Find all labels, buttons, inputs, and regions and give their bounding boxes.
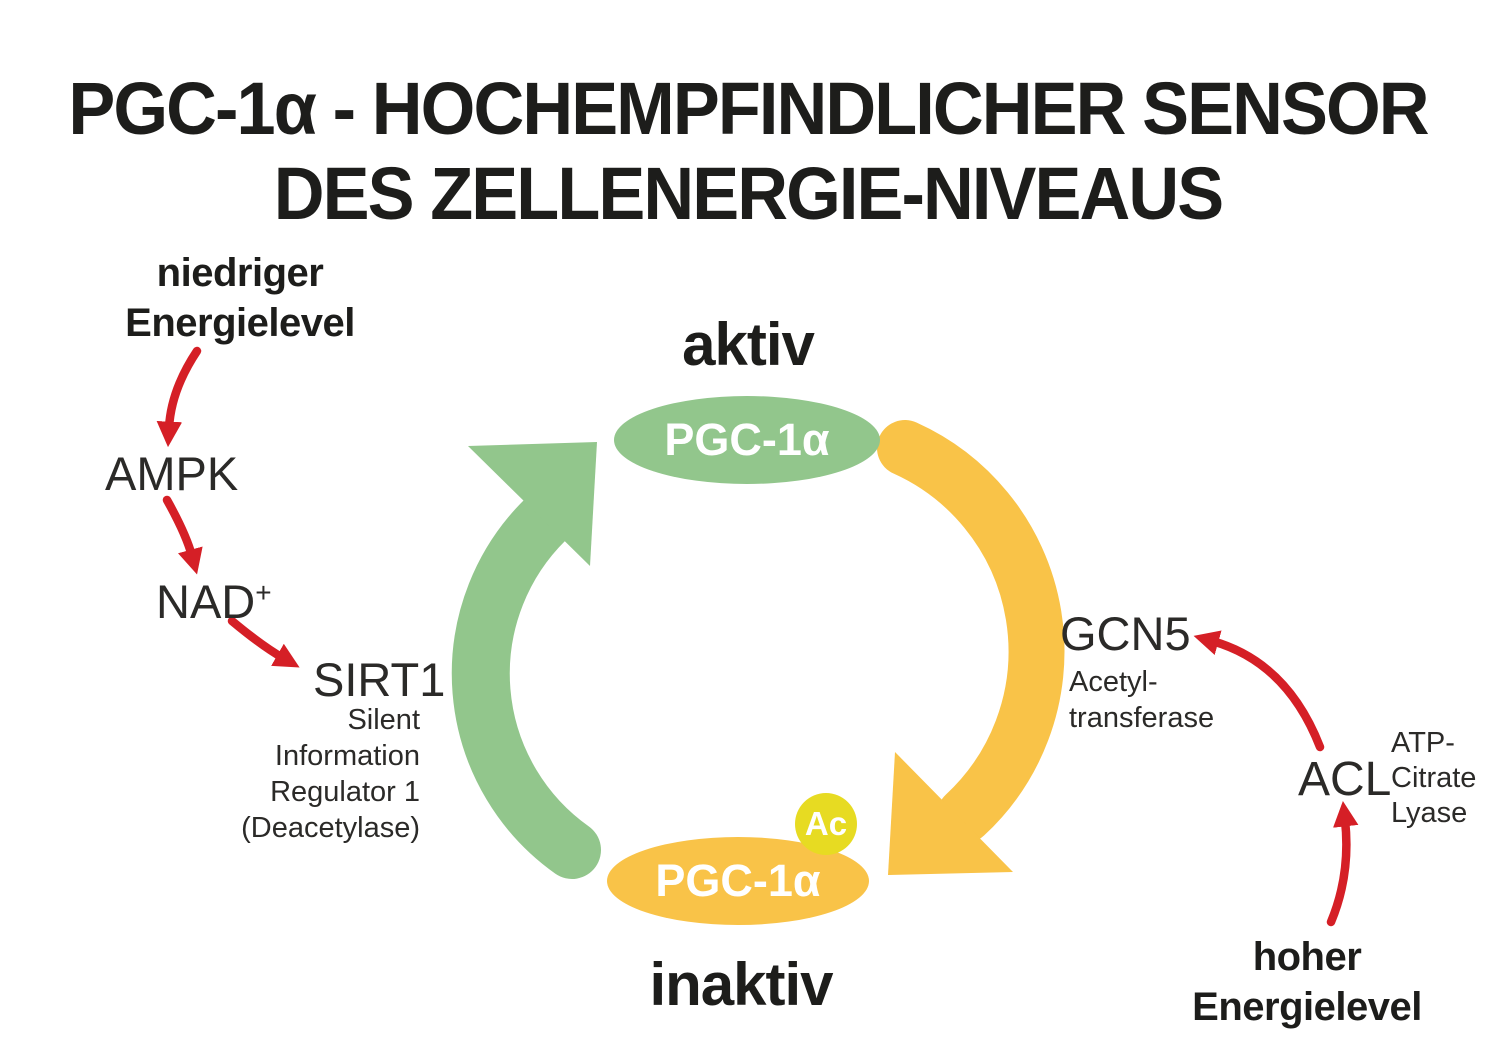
sirt1-description-line2: Information <box>274 740 420 772</box>
acl-description-line2: Citrate <box>1391 762 1477 794</box>
sirt1-description: Silent Information Regulator 1 (Deacetyl… <box>160 702 420 846</box>
arrow-high-energy-to-acl <box>1326 800 1359 927</box>
arrow-low-energy-to-ampk <box>156 346 202 448</box>
inactive-state-label: inaktiv <box>649 951 833 1018</box>
pgc1a-inactive-ellipse <box>607 837 869 925</box>
low-energy-trigger-line1: niedriger <box>156 251 324 295</box>
gcn5-description-line2: transferase <box>1069 702 1215 734</box>
arrow-ampk-to-nad <box>162 495 203 575</box>
activation-cycle-arc-green <box>451 491 601 879</box>
sirt1-description-line3: Regulator 1 <box>270 776 420 808</box>
node-nad-base: NAD <box>156 575 256 628</box>
node-acl: ACL <box>1298 753 1392 806</box>
activation-arrowhead-green <box>468 442 597 566</box>
high-energy-trigger-line2: Energielevel <box>1192 985 1422 1029</box>
acetyl-badge-label: Ac <box>804 805 848 842</box>
node-nad-superscript: + <box>255 577 272 608</box>
sirt1-description-line4: (Deacetylase) <box>241 812 420 844</box>
acl-description-line3: Lyase <box>1391 797 1468 829</box>
inactivation-cycle-arc-yellow <box>877 420 1065 843</box>
page-title: PGC-1α - HOCHEMPFINDLICHER SENSOR DES ZE… <box>37 66 1458 236</box>
acl-description-line1: ATP- <box>1391 727 1455 759</box>
node-gcn5: GCN5 <box>1060 607 1191 660</box>
pgc1a-active-label: PGC-1α <box>664 414 830 465</box>
low-energy-trigger-label: niedriger Energielevel <box>60 248 420 348</box>
acetyl-badge-circle <box>795 793 857 855</box>
sirt1-description-line1: Silent <box>347 704 420 736</box>
node-sirt1: SIRT1 <box>313 653 446 706</box>
high-energy-trigger-line1: hoher <box>1252 935 1362 979</box>
active-state-label: aktiv <box>682 311 815 378</box>
high-energy-trigger-label: hoher Energielevel <box>1157 932 1457 1032</box>
acl-description: ATP- Citrate Lyase <box>1391 726 1476 831</box>
inactivation-arrowhead-yellow <box>888 752 1013 875</box>
arrow-nad-to-sirt1 <box>227 616 300 668</box>
node-nad: NAD+ <box>156 574 272 629</box>
gcn5-description-line1: Acetyl- <box>1069 666 1158 698</box>
node-ampk: AMPK <box>105 447 239 500</box>
low-energy-trigger-line2: Energielevel <box>125 301 355 345</box>
page-title-line2: DES ZELLENERGIE-NIVEAUS <box>273 151 1224 235</box>
arrow-acl-to-gcn5 <box>1193 630 1325 752</box>
pgc1a-active-ellipse <box>614 396 880 484</box>
pgc1a-inactive-label: PGC-1α <box>655 855 821 906</box>
gcn5-description: Acetyl- transferase <box>1069 664 1214 736</box>
page-title-line1: PGC-1α - HOCHEMPFINDLICHER SENSOR <box>68 66 1429 150</box>
